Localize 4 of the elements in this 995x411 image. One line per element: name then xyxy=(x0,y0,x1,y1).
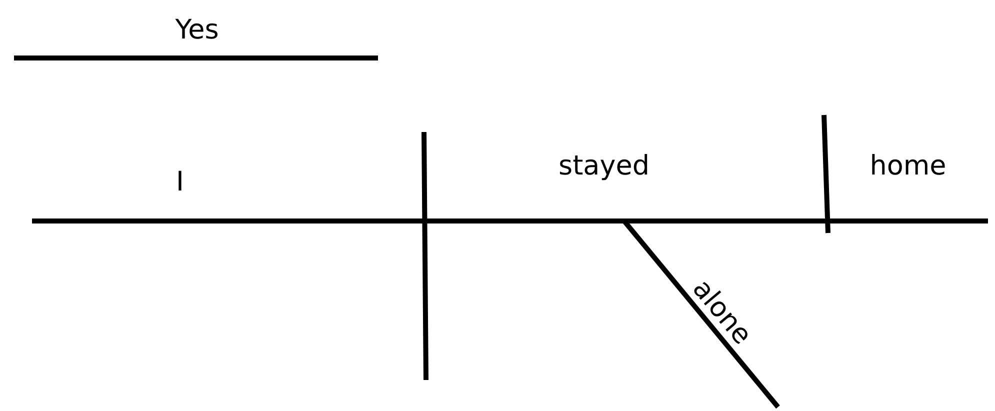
word-label: Yes xyxy=(175,16,219,44)
word-label: I xyxy=(176,168,184,196)
word-label: stayed xyxy=(558,152,650,180)
word-label: home xyxy=(870,152,946,180)
